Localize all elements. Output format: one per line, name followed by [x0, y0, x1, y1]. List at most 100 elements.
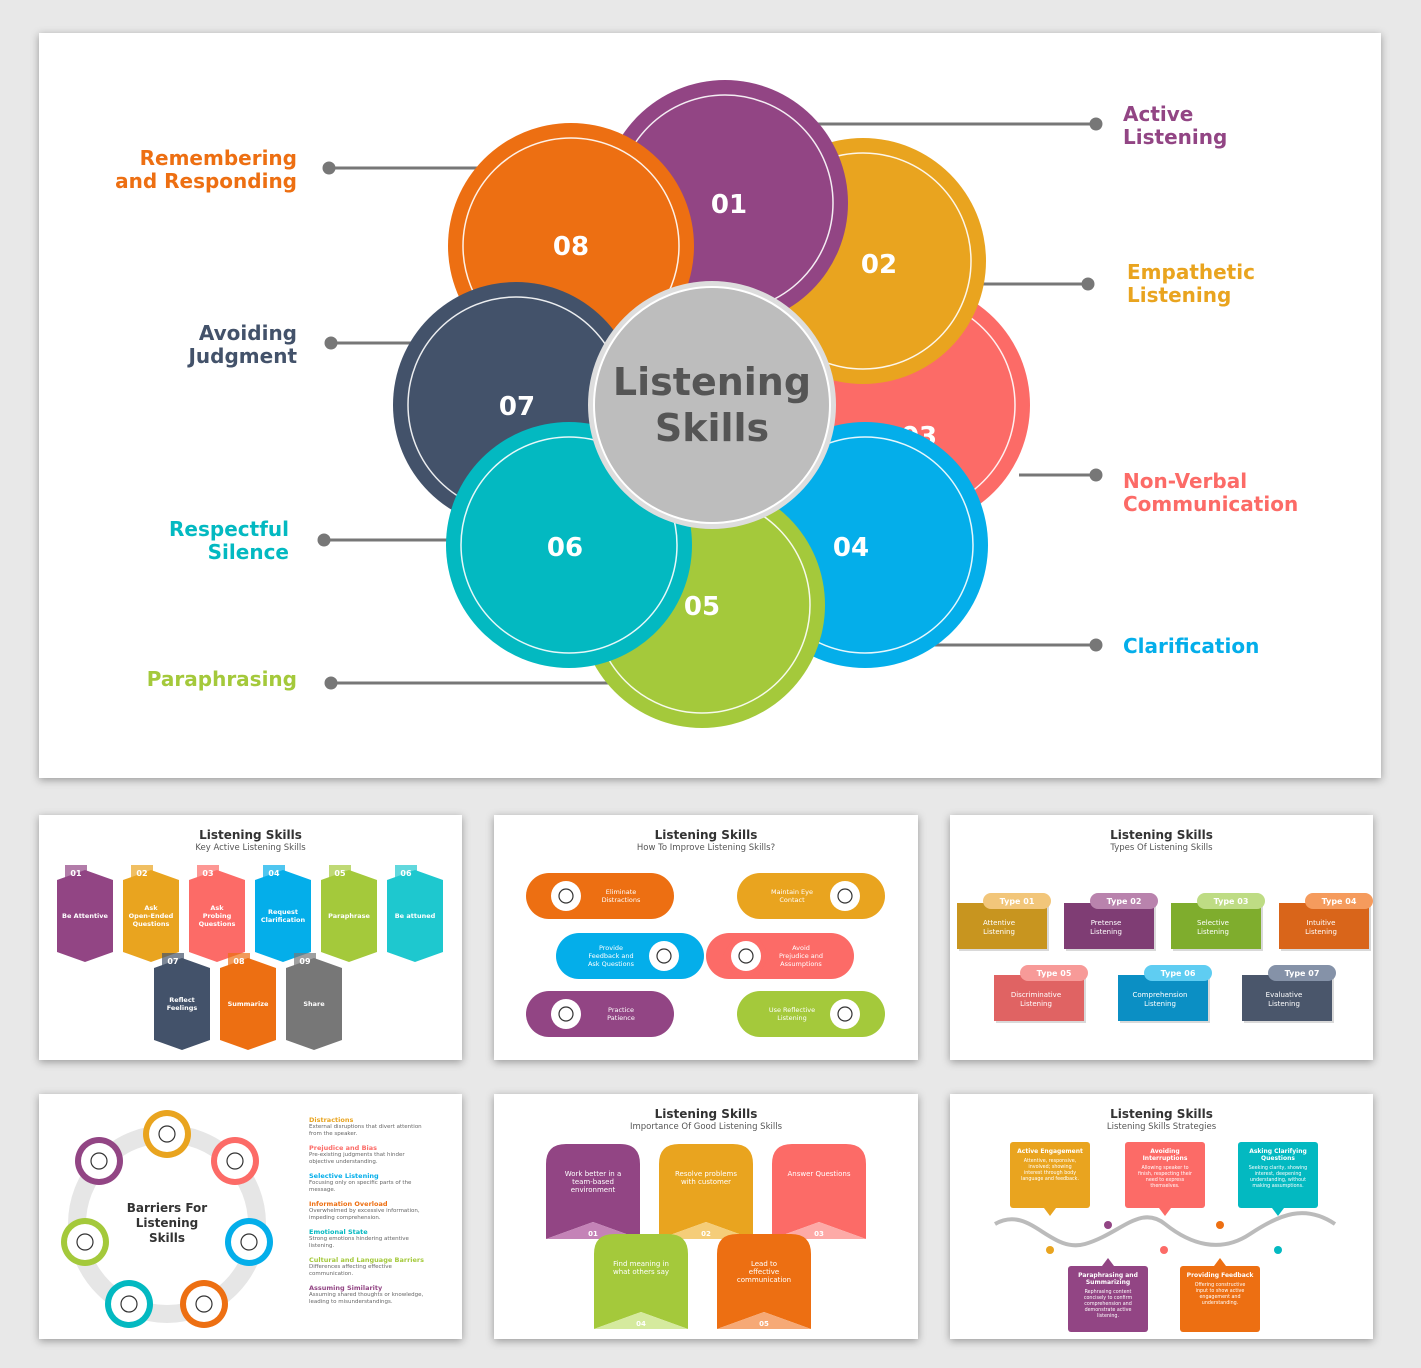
thumb2-label: Prejudice and	[779, 952, 823, 960]
thumb4-barrier-node-2	[211, 1137, 259, 1185]
thumb6-card-desc: language and feedback.	[1021, 1176, 1079, 1182]
thumb6-card-desc: Rephrasing content	[1085, 1289, 1132, 1295]
thumb2-icon	[738, 948, 754, 964]
thumb1-title: Listening Skills	[199, 828, 302, 842]
thumb6-card-desc: comprehension and	[1084, 1301, 1132, 1307]
thumb6-card-body	[1068, 1266, 1148, 1332]
thumb1-tile-tab	[228, 953, 250, 967]
thumb2-label: Assumptions	[780, 960, 822, 968]
thumb1-tile-label: Ask	[210, 904, 224, 912]
thumb3-card-label: Pretense	[1091, 919, 1122, 927]
thumb3-card-label: Listening	[1090, 928, 1122, 936]
thumb5-card-label: effective	[749, 1268, 779, 1276]
thumb3-card-label: Listening	[1268, 1000, 1300, 1008]
thumb2-label: Use Reflective	[769, 1006, 815, 1014]
thumb6-timeline-dot	[1104, 1221, 1112, 1229]
thumb5-card-shape	[594, 1234, 688, 1329]
thumb5-card-label: with customer	[681, 1178, 731, 1186]
petal-04-number: 04	[833, 533, 869, 563]
thumb4-barrier-node-5	[105, 1280, 153, 1328]
connector-lines	[317, 117, 1103, 690]
thumb-types-of-listening[interactable]: Listening Skills Types Of Listening Skil…	[950, 815, 1373, 1060]
thumb6-card-desc: finish, respecting their	[1138, 1171, 1192, 1177]
thumb-strategies[interactable]: Listening Skills Listening Skills Strate…	[950, 1094, 1373, 1339]
thumb2-icon	[558, 888, 574, 904]
label-paraphrasing: Paraphrasing	[146, 667, 297, 691]
thumb6-card-desc: understanding, without	[1250, 1177, 1306, 1183]
thumb4-node-icon	[158, 1125, 176, 1143]
thumb2-label: Contact	[779, 896, 805, 904]
thumb4-barrier-desc: External disruptions that divert attenti…	[309, 1124, 422, 1137]
thumb3-card-tab	[983, 893, 1051, 909]
thumb5-card-label: Lead to	[751, 1260, 777, 1268]
thumb3-card-label: Intuitive	[1307, 919, 1336, 927]
thumb1-tile-label: Paraphrase	[328, 912, 370, 920]
thumb2-icon-badge	[830, 881, 860, 911]
thumb-improve-listening[interactable]: Listening Skills How To Improve Listenin…	[494, 815, 918, 1060]
thumb5-card-shape	[772, 1144, 866, 1239]
petal-06-ring	[460, 436, 678, 654]
thumb2-label: Maintain Eye	[771, 888, 813, 896]
thumb1-tile-tab	[197, 865, 219, 879]
thumb6-card-desc: engagement and	[1199, 1294, 1240, 1300]
thumb6-card-desc: interest through body	[1024, 1170, 1076, 1176]
thumb4-node-badge	[81, 1143, 117, 1179]
thumb1-tile-number: 07	[167, 957, 178, 966]
thumb5-card-number: 01	[588, 1230, 598, 1238]
thumb2-label: Feedback and	[588, 952, 633, 960]
thumb6-timeline-dot	[1160, 1246, 1168, 1254]
thumb3-card-body	[1171, 903, 1261, 949]
thumb3-card-tab	[1144, 965, 1212, 981]
thumb4-barrier-ring	[61, 1110, 273, 1328]
thumb6-card-pointer	[1272, 1208, 1284, 1216]
thumb-barriers[interactable]: Barriers For Listening Skills Distractio…	[39, 1094, 462, 1339]
thumb1-tile-shape	[255, 870, 311, 962]
thumb1-tile-label: Questions	[199, 920, 236, 928]
thumb-importance[interactable]: Listening Skills Importance Of Good List…	[494, 1094, 918, 1339]
thumb6-timeline-dot	[1046, 1246, 1054, 1254]
thumb4-node-badge	[231, 1224, 267, 1260]
thumb4-node-icon	[226, 1152, 244, 1170]
thumb3-card-label: Comprehension	[1133, 991, 1188, 999]
petal-08-number: 08	[553, 232, 589, 262]
thumb3-card-label: Listening	[1305, 928, 1337, 936]
thumb6-card-pointer	[1214, 1258, 1226, 1266]
thumb-key-active-listening[interactable]: Listening Skills Key Active Listening Sk…	[39, 815, 462, 1060]
thumb4-barrier-desc: Differences affecting effective communic…	[309, 1264, 392, 1277]
thumb1-tile-tab	[162, 953, 184, 967]
thumb3-type-label: Type 07	[1285, 969, 1320, 978]
thumb1-tile-shape	[154, 958, 210, 1050]
thumb5-card-notch	[594, 1312, 688, 1329]
thumb4-barrier-title: Cultural and Language Barriers	[309, 1256, 424, 1264]
thumb4-node-badge	[149, 1116, 185, 1152]
thumb4-barrier-title: Information Overload	[309, 1200, 388, 1208]
thumb6-timeline-dot	[1274, 1246, 1282, 1254]
